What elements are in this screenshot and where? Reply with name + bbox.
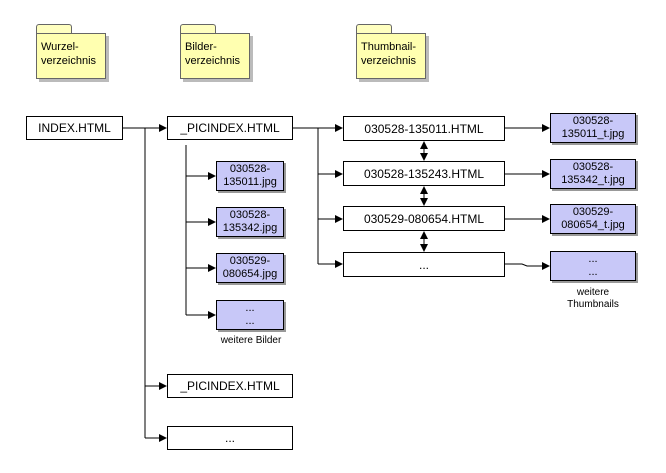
folder-thumbs-label: Thumbnail- verzeichnis [356, 33, 426, 79]
folder-thumbs: Thumbnail- verzeichnis [356, 24, 428, 79]
node-page-2: 030528-135243.HTML [343, 161, 505, 186]
node-picindex-2: _PICINDEX.HTML [167, 374, 293, 398]
image-3: 030529- 080654.jpg [216, 253, 284, 283]
node-page-1: 030528-135011.HTML [343, 116, 505, 141]
thumb-1: 030528- 135011_t.jpg [550, 113, 636, 143]
folder-images-label: Bilder- verzeichnis [180, 33, 250, 79]
thumb-2: 030528- 135342_t.jpg [550, 159, 636, 189]
node-picindex-1: _PICINDEX.HTML [167, 116, 293, 140]
image-2: 030528- 135342.jpg [216, 207, 284, 237]
image-more: ... ... [216, 300, 284, 330]
caption-more-thumbs: weitere Thumbnails [567, 287, 619, 310]
thumb-3: 030529- 080654_t.jpg [550, 204, 636, 234]
node-page-3: 030529-080654.HTML [343, 206, 505, 231]
folder-root: Wurzel- verzeichnis [36, 24, 108, 79]
image-1: 030528- 135011.jpg [216, 161, 284, 191]
node-page-more: ... [343, 252, 505, 277]
caption-more-images: weitere Bilder [220, 335, 282, 346]
node-index: INDEX.HTML [26, 116, 123, 140]
node-more-root: ... [167, 426, 293, 450]
folder-images: Bilder- verzeichnis [180, 24, 252, 79]
folder-root-label: Wurzel- verzeichnis [36, 33, 106, 79]
thumb-more: ... ... [550, 251, 636, 281]
